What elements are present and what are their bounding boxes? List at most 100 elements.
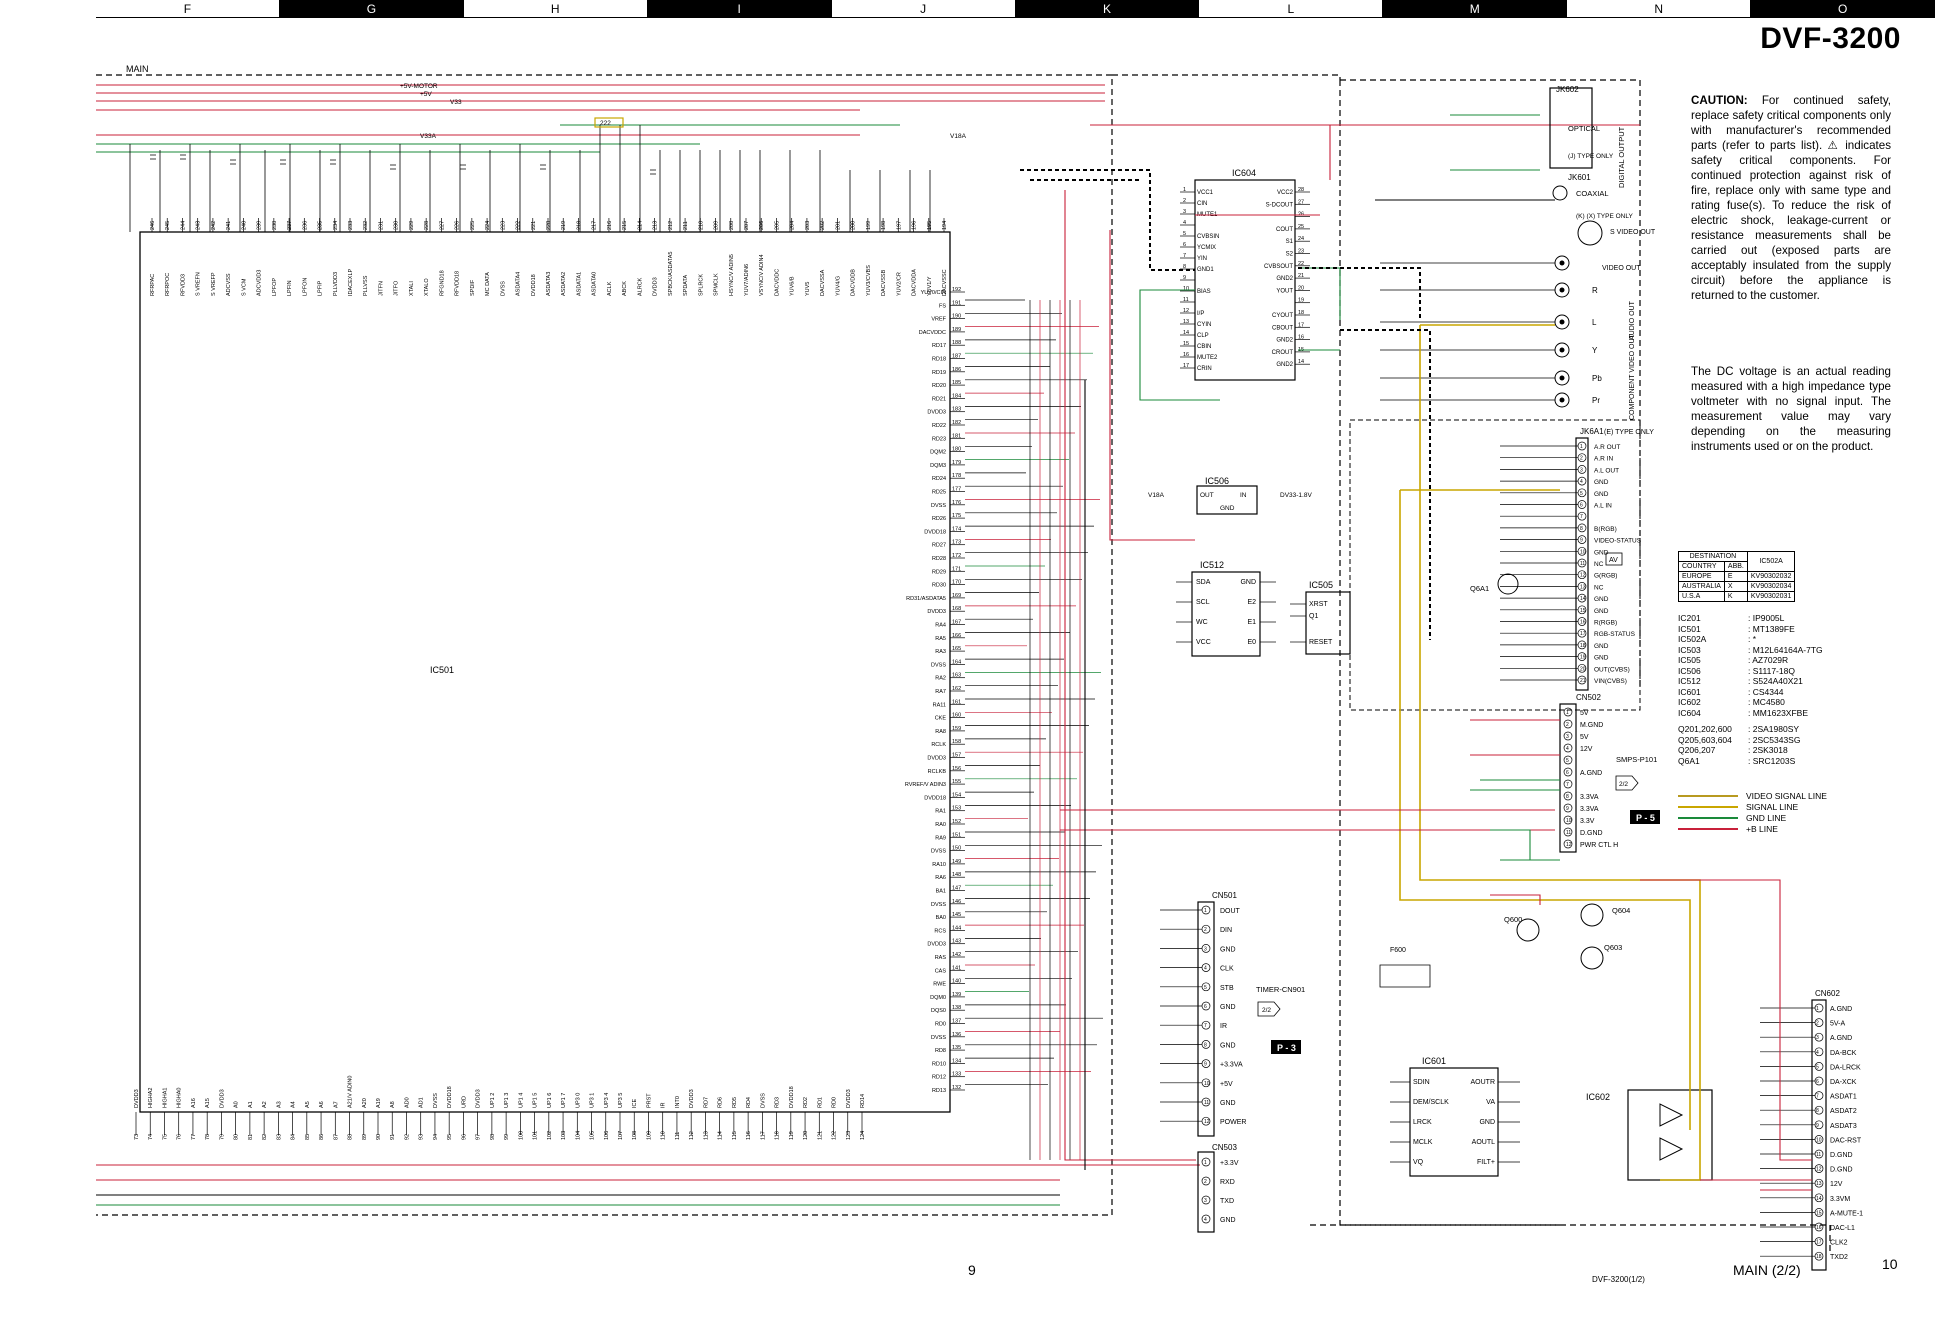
v33a-bus-label: V33A (420, 133, 437, 140)
pin-label: DVDD3 (134, 1089, 140, 1108)
pin-label: DVDD3 (476, 1089, 482, 1108)
pin-label: DVDD18 (447, 1086, 453, 1108)
pin-label: CVBSIN (1197, 234, 1219, 240)
pin-number: 246 (150, 221, 156, 230)
connector-pin (1201, 1157, 1211, 1167)
pin-number: 167 (952, 620, 961, 626)
pin-number: 177 (952, 487, 961, 493)
pin-number: 18 (1580, 643, 1586, 649)
pin-number: 191 (952, 300, 961, 306)
legend-label: VIDEO SIGNAL LINE (1746, 790, 1827, 801)
pin-label: RD20 (932, 383, 946, 389)
jack-label: Y (1592, 346, 1598, 355)
pin-number: 135 (952, 1045, 961, 1051)
pin-number: 187 (952, 354, 961, 360)
ic505-body (1305, 591, 1351, 655)
pin-label: A4 (291, 1101, 297, 1108)
pin-number: 90 (376, 1134, 382, 1140)
pin-number: 10 (1566, 818, 1572, 824)
pin-label: COUT (1276, 227, 1293, 233)
pin-label: CBIN (1197, 344, 1211, 350)
pin-number: 161 (952, 699, 961, 705)
pin-number: 173 (952, 540, 961, 546)
pin-number: 11 (1816, 1152, 1821, 1158)
pin-label: GND (1594, 479, 1609, 486)
power-bus-lines (96, 84, 1640, 153)
pin-label: DVDD3 (927, 410, 946, 416)
rca-jack-center (1559, 319, 1565, 325)
pin-number: 151 (952, 832, 961, 838)
ic-ref: IC503 (1678, 644, 1701, 655)
connector-pin (1563, 707, 1573, 717)
grid-column-l: L (1199, 0, 1384, 18)
pin-number: 188 (952, 340, 961, 346)
pin-number: 157 (952, 753, 961, 759)
pin-label: GND (1220, 1217, 1236, 1224)
footer-title: MAIN (2/2) (1733, 1262, 1801, 1278)
cn501-label: CN501 (1212, 891, 1237, 900)
pin-number: 3 (1580, 467, 1583, 473)
pin-number: 225 (470, 221, 476, 230)
cn503-body (1197, 1151, 1215, 1233)
pin-number: 160 (952, 713, 961, 719)
pin-label: A6 (319, 1101, 325, 1108)
pin-number: 2 (1816, 1021, 1819, 1027)
pin-label: VCC (1196, 639, 1211, 646)
pin-label: A1 (248, 1101, 254, 1108)
pin-number: 16 (1580, 620, 1586, 626)
pin-number: 11 (1204, 1100, 1209, 1106)
pin-label: XTALO (424, 278, 430, 296)
pin-number: 15 (1816, 1210, 1822, 1216)
pin-label: AD1 (419, 1097, 425, 1108)
pin-number: 220 (546, 221, 552, 230)
pin-label: Q1 (1309, 613, 1318, 620)
pin-label: YIN (1197, 256, 1207, 262)
ic-part: : CS4344 (1748, 686, 1784, 697)
pin-number: 1 (1580, 444, 1583, 450)
pin-number: 236 (302, 221, 308, 230)
ic601-label: IC601 (1422, 1056, 1446, 1066)
pin-label: RVREF/V ADIN3 (905, 782, 946, 788)
f600-filter (1379, 964, 1431, 988)
pin-number: 83 (276, 1134, 282, 1140)
pin-label: S2 (1286, 252, 1294, 258)
pin-label: A.L IN (1594, 503, 1612, 510)
connector-pin (1563, 719, 1573, 729)
pin-label: DACVDDC (919, 330, 946, 336)
pin-number: 25 (1298, 224, 1304, 230)
ic-part: : * (1748, 634, 1757, 644)
pin-number: 8 (1580, 526, 1583, 532)
pin-label: GND (1479, 1119, 1495, 1126)
pin-label: TXD2 (1830, 1254, 1848, 1261)
pin-label: LPFIN (287, 280, 293, 296)
pin-label: DQM0 (930, 995, 946, 1001)
page-number-left: 9 (968, 1262, 976, 1278)
pin-label: RD3 (775, 1097, 781, 1108)
pin-label: WC (1196, 619, 1208, 626)
pin-label: 3.3VM (1830, 1196, 1850, 1203)
pin-label: VREF (931, 317, 946, 323)
ic-list-row: Q201,202,600: 2SA1980SY (1678, 724, 1823, 735)
pin-label: ICE (632, 1099, 638, 1109)
pin-number: 206 (759, 221, 765, 230)
q6a1-transistor (1497, 573, 1519, 595)
pin-label: A5 (305, 1101, 311, 1108)
pin-label: YUV7/ADIN6 (744, 264, 750, 296)
pin-label: ACLK (607, 281, 613, 296)
ic-list-row: IC601: CS4344 (1678, 687, 1823, 698)
legend-row: GND LINE (1678, 812, 1827, 823)
pin-number: 146 (952, 899, 961, 905)
pin-number: 84 (291, 1134, 297, 1140)
timer-arrow (1257, 1001, 1281, 1017)
pin-label: DVDD18 (531, 274, 537, 296)
pin-number: 245 (165, 221, 171, 230)
pin-number: 18 (1298, 310, 1304, 316)
p5-badge (1630, 810, 1660, 824)
pin-number: 5 (1183, 231, 1186, 237)
pin-label: UP1 7 (561, 1093, 567, 1108)
ic506-out: OUT (1200, 492, 1214, 499)
pin-number: 17 (1816, 1240, 1822, 1246)
pin-number: 96 (461, 1134, 467, 1140)
q603-transistor (1580, 946, 1604, 970)
